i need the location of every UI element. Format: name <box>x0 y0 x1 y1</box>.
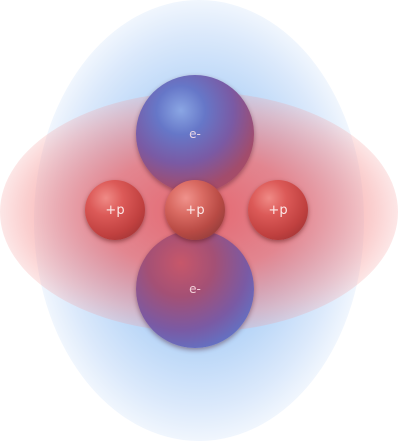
electron-top: e- <box>136 75 254 193</box>
electron-label: e- <box>189 283 201 295</box>
electron-label: e- <box>189 128 201 140</box>
proton-label: +p <box>185 204 204 217</box>
proton-right: +p <box>248 180 308 240</box>
electron-bottom: e- <box>136 230 254 348</box>
proton-left: +p <box>85 180 145 240</box>
proton-center: +p <box>165 180 225 240</box>
proton-label: +p <box>268 204 287 217</box>
proton-label: +p <box>105 204 124 217</box>
